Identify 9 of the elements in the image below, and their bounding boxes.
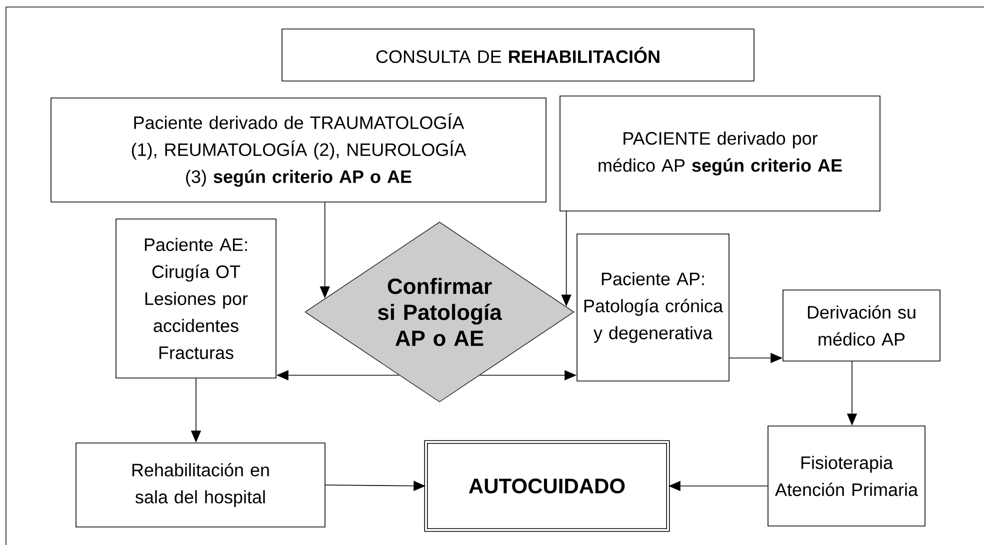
process-box: PACIENTE derivado por médico AP según criterio AE	[560, 96, 880, 212]
process-box: Derivación su médico AP	[782, 290, 940, 362]
process-box: Paciente derivado de TRAUMATOLOGÍA (1), REUMATOLOGÍA (2), NEUROLOGÍA (3) según criterio AP o AE	[50, 98, 546, 202]
process-box: Fisioterapia Atención Primaria	[768, 426, 926, 526]
result-box: AUTOCUIDADO	[424, 440, 670, 532]
process-box: Rehabilitación en sala del hospital	[76, 442, 326, 528]
process-box: Paciente AE: Cirugía OT Lesiones por accidentes Fracturas	[116, 218, 276, 378]
process-box: Paciente AP: Patología crónica y degenerativa	[576, 234, 730, 382]
heading-box: CONSULTA DE REHABILITACIÓN	[282, 28, 754, 82]
